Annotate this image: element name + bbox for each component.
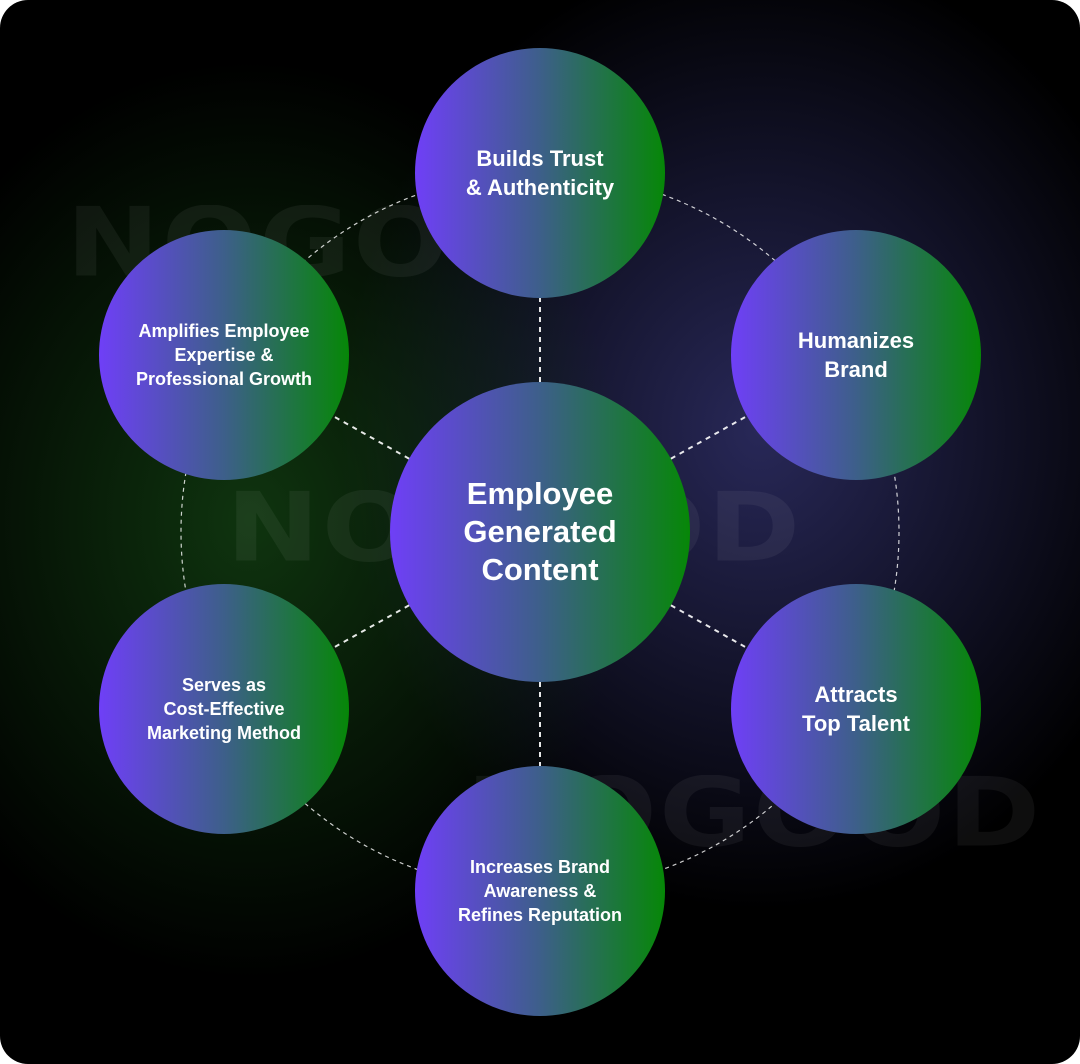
- node-label: Increases Brand Awareness & Refines Repu…: [457, 857, 622, 925]
- node-label: Attracts Top Talent: [802, 682, 910, 736]
- node-cost-effective: Serves as Cost-Effective Marketing Metho…: [99, 584, 349, 834]
- node-label: Builds Trust & Authenticity: [465, 146, 615, 200]
- center-label: Employee Generated Content: [463, 476, 617, 587]
- node-attracts-talent: Attracts Top Talent: [731, 584, 981, 834]
- node-humanizes-brand: Humanizes Brand: [731, 230, 981, 480]
- node-label: Serves as Cost-Effective Marketing Metho…: [146, 675, 301, 743]
- node-brand-awareness: Increases Brand Awareness & Refines Repu…: [415, 766, 665, 1016]
- node-builds-trust: Builds Trust & Authenticity: [415, 48, 665, 298]
- center-node: Employee Generated Content: [390, 382, 690, 682]
- node-label: Amplifies Employee Expertise & Professio…: [135, 321, 313, 389]
- node-amplifies-expertise: Amplifies Employee Expertise & Professio…: [99, 230, 349, 480]
- node-label: Humanizes Brand: [797, 328, 915, 382]
